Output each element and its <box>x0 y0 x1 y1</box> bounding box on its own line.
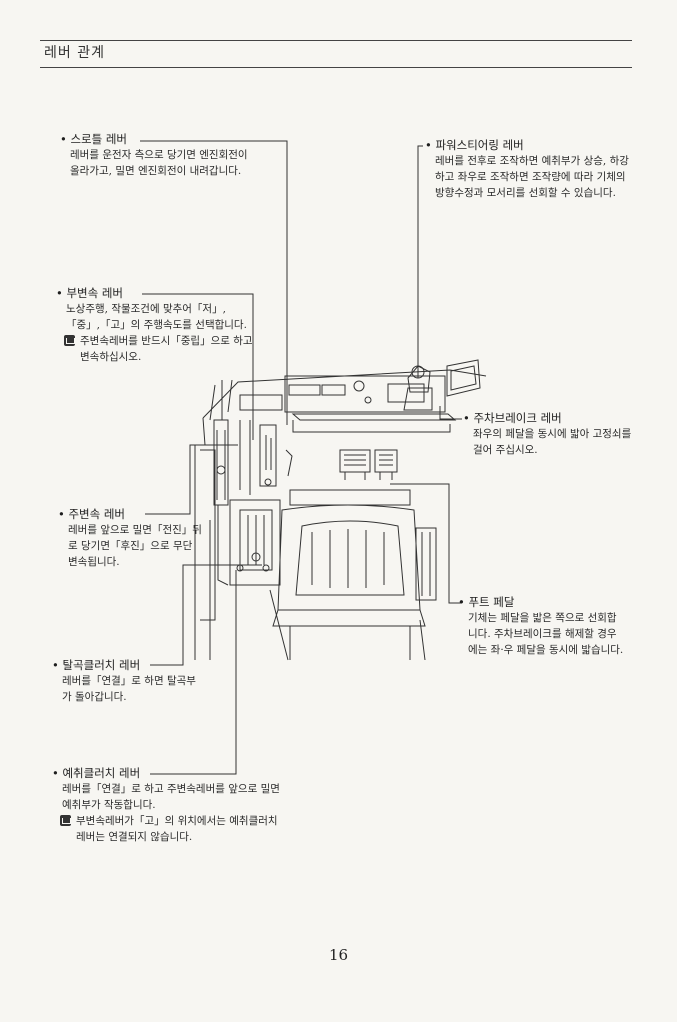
leader-parking-brake <box>440 406 462 419</box>
parking-brake-lever-title: 주차브레이크 레버 <box>463 410 633 426</box>
header-rule-top <box>40 40 632 41</box>
main-shift-lever-desc: 레버를 앞으로 밀면「전진」뒤로 당기면「후진」으로 무단 변속됩니다. <box>68 524 202 568</box>
reaper-clutch-lever-note: 부변속레버가「고」의 위치에서는 예취클러치레버는 연결되지 않습니다. <box>52 813 284 845</box>
note-icon <box>64 335 75 346</box>
header-rule-bottom <box>40 67 632 68</box>
reaper-clutch-lever-desc: 레버를「연결」로 하고 주변속레버를 앞으로 밀면 예취부가 작동합니다. <box>62 783 280 811</box>
leader-throttle <box>140 141 287 425</box>
leader-foot-pedal <box>390 484 462 603</box>
leader-threshing-clutch <box>150 565 250 665</box>
throttle-lever-desc: 레버를 운전자 측으로 당기면 엔진회전이 올라가고, 밀면 엔진회전이 내려갑… <box>70 149 248 177</box>
leader-power-steering <box>418 146 423 378</box>
callout-threshing-clutch-lever: 탈곡클러치 레버 레버를「연결」로 하면 탈곡부가 돌아갑니다. <box>52 657 202 705</box>
note-icon <box>60 815 71 826</box>
sub-shift-lever-note: 주변속레버를 반드시「중립」으로 하고 변속하십시오. <box>56 333 254 365</box>
leader-main-shift <box>145 445 238 514</box>
section-title: 레버 관계 <box>44 45 105 61</box>
callout-sub-shift-lever: 부변속 레버 노상주행, 작물조건에 맞추어「저」,「중」,「고」의 주행속도를… <box>56 285 254 365</box>
callout-parking-brake-lever: 주차브레이크 레버 좌우의 페달을 동시에 밟아 고정쇠를 걸어 주십시오. <box>463 410 633 458</box>
callout-reaper-clutch-lever: 예취클러치 레버 레버를「연결」로 하고 주변속레버를 앞으로 밀면 예취부가 … <box>52 765 284 845</box>
callout-throttle-lever: 스로틀 레버 레버를 운전자 측으로 당기면 엔진회전이 올라가고, 밀면 엔진… <box>60 131 260 179</box>
foot-pedal-desc: 기체는 페달을 밟은 쪽으로 선회합니다. 주차브레이크를 해제할 경우에는 좌… <box>468 612 624 656</box>
reaper-clutch-lever-note-text: 부변속레버가「고」의 위치에서는 예취클러치레버는 연결되지 않습니다. <box>76 815 278 843</box>
power-steering-lever-desc: 레버를 전후로 조작하면 예취부가 상승, 하강하고 좌우로 조작하면 조작량에… <box>435 155 629 199</box>
sub-shift-lever-note-text: 주변속레버를 반드시「중립」으로 하고 변속하십시오. <box>80 335 253 363</box>
sub-shift-lever-desc: 노상주행, 작물조건에 맞추어「저」,「중」,「고」의 주행속도를 선택합니다. <box>66 303 247 331</box>
power-steering-lever-title: 파워스티어링 레버 <box>425 137 637 153</box>
threshing-clutch-lever-desc: 레버를「연결」로 하면 탈곡부가 돌아갑니다. <box>62 675 196 703</box>
page-number: 16 <box>328 946 349 964</box>
main-shift-lever-title: 주변속 레버 <box>58 506 204 522</box>
callout-foot-pedal: 푸트 페달 기체는 페달을 밟은 쪽으로 선회합니다. 주차브레이크를 해제할 … <box>458 594 624 658</box>
foot-pedal-title: 푸트 페달 <box>458 594 624 610</box>
threshing-clutch-lever-title: 탈곡클러치 레버 <box>52 657 202 673</box>
sub-shift-lever-title: 부변속 레버 <box>56 285 254 301</box>
callout-main-shift-lever: 주변속 레버 레버를 앞으로 밀면「전진」뒤로 당기면「후진」으로 무단 변속됩… <box>58 506 204 570</box>
cab-body <box>195 360 486 660</box>
throttle-lever-title: 스로틀 레버 <box>60 131 260 147</box>
reaper-clutch-lever-title: 예취클러치 레버 <box>52 765 284 781</box>
callout-power-steering-lever: 파워스티어링 레버 레버를 전후로 조작하면 예취부가 상승, 하강하고 좌우로… <box>425 137 637 201</box>
parking-brake-lever-desc: 좌우의 페달을 동시에 밟아 고정쇠를 걸어 주십시오. <box>473 428 632 456</box>
